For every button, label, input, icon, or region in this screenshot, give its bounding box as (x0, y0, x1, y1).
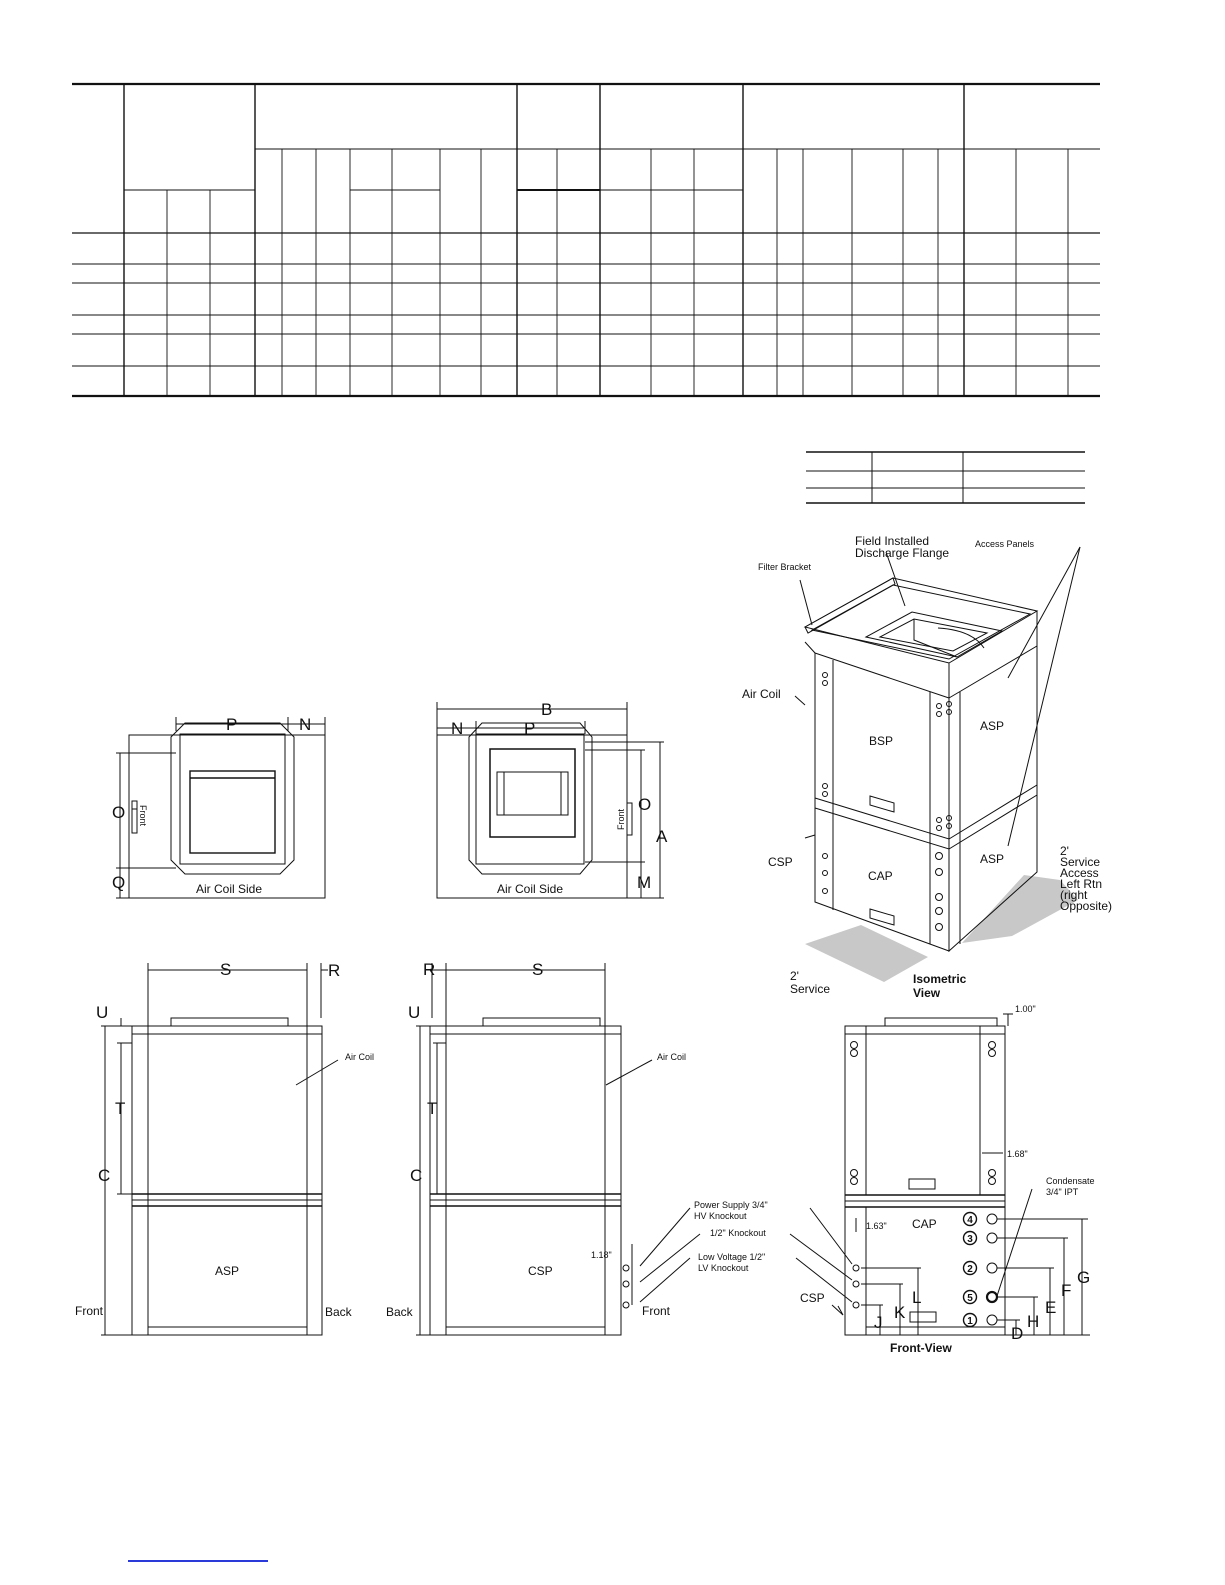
air-coil-side-left: Air Coil Side (196, 882, 262, 896)
dim-r-right: R (423, 960, 435, 979)
dim-u-left: U (96, 1003, 108, 1022)
half-knockout-label: 1/2" Knockout (710, 1228, 766, 1238)
dim-o-right: O (638, 795, 651, 814)
low-voltage-label: Low Voltage 1/2"LV Knockout (698, 1252, 765, 1273)
csp-front-label: CSP (800, 1291, 825, 1305)
front-label-right: Front (642, 1304, 671, 1318)
air-coil-side-right: Air Coil Side (497, 882, 563, 896)
dim-s-left: S (220, 960, 231, 979)
dim-l: L (912, 1288, 921, 1307)
dim-q-left: Q (112, 873, 125, 892)
dim-163-label: 1.63" (866, 1221, 887, 1231)
dim-s-right: S (532, 960, 543, 979)
power-supply-label: Power Supply 3/4" HV Knockout (694, 1200, 770, 1221)
cap-front-label: CAP (912, 1217, 937, 1231)
dim-100-label: 1.00" (1015, 1004, 1036, 1014)
port-2: 2 (967, 1264, 973, 1275)
filter-bracket-label: Filter Bracket (758, 562, 812, 572)
front-label-left: Front (75, 1304, 104, 1318)
back-label-right: Back (386, 1305, 414, 1319)
dim-p-right: P (524, 719, 535, 738)
dim-o-left: O (112, 803, 125, 822)
dim-c-right: C (410, 1166, 422, 1185)
dimension-table (72, 82, 1100, 398)
cap-iso-label: CAP (868, 869, 893, 883)
isometric-labels: Field Installed Discharge Flange Access … (742, 534, 1112, 1000)
port-1: 1 (967, 1316, 973, 1327)
dim-r-left: R (328, 961, 340, 980)
port-4: 4 (967, 1215, 973, 1226)
air-coil-label-left: Air Coil (345, 1052, 374, 1062)
front-view (639, 1013, 1090, 1336)
air-coil-label-right: Air Coil (657, 1052, 686, 1062)
dim-g: G (1077, 1268, 1090, 1287)
small-table (806, 451, 1085, 504)
dim-a-right: A (656, 827, 668, 846)
port-3: 3 (967, 1234, 973, 1245)
knockout-dim-118: 1.18" (591, 1250, 612, 1260)
port-5: 5 (967, 1293, 973, 1304)
asp-label-left: ASP (215, 1264, 239, 1278)
csp-iso-label: CSP (768, 855, 793, 869)
dim-k: K (894, 1303, 906, 1322)
right-side-view (416, 963, 653, 1336)
service-bottom-label: 2'Service (790, 969, 830, 996)
dim-h: H (1027, 1312, 1039, 1331)
isometric-unit (794, 546, 1081, 982)
dim-f: F (1061, 1281, 1071, 1300)
port-numbers: 4 3 2 5 1 (967, 1215, 973, 1327)
air-coil-iso-label: Air Coil (742, 687, 781, 701)
csp-label-right: CSP (528, 1264, 553, 1278)
dim-m-right: M (637, 873, 651, 892)
dim-n-right: N (451, 719, 463, 738)
right-top-view (436, 702, 664, 899)
dim-d: D (1011, 1324, 1023, 1343)
left-side-view (101, 963, 339, 1336)
front-label-right-top: Front (616, 808, 626, 830)
bsp-label: BSP (869, 734, 893, 748)
dim-t-left: T (115, 1099, 125, 1118)
dim-t-right: T (427, 1099, 437, 1118)
dim-168-label: 1.68" (1007, 1149, 1028, 1159)
front-view-title: Front-View (890, 1341, 952, 1355)
back-label-left: Back (325, 1305, 353, 1319)
dim-e: E (1045, 1298, 1056, 1317)
dim-b-right: B (541, 700, 552, 719)
access-panels-label: Access Panels (975, 539, 1035, 549)
asp-top-label: ASP (980, 719, 1004, 733)
dim-j: J (874, 1313, 883, 1332)
front-label-left-top: Front (138, 805, 148, 827)
dim-p-left: P (226, 715, 237, 734)
footer-link-underline[interactable] (128, 1560, 268, 1562)
left-top-view (116, 717, 326, 899)
asp-bottom-label: ASP (980, 852, 1004, 866)
dim-u-right: U (408, 1003, 420, 1022)
dim-c-left: C (98, 1166, 110, 1185)
discharge-flange-label: Field Installed Discharge Flange (855, 534, 949, 560)
dim-n-left: N (299, 715, 311, 734)
